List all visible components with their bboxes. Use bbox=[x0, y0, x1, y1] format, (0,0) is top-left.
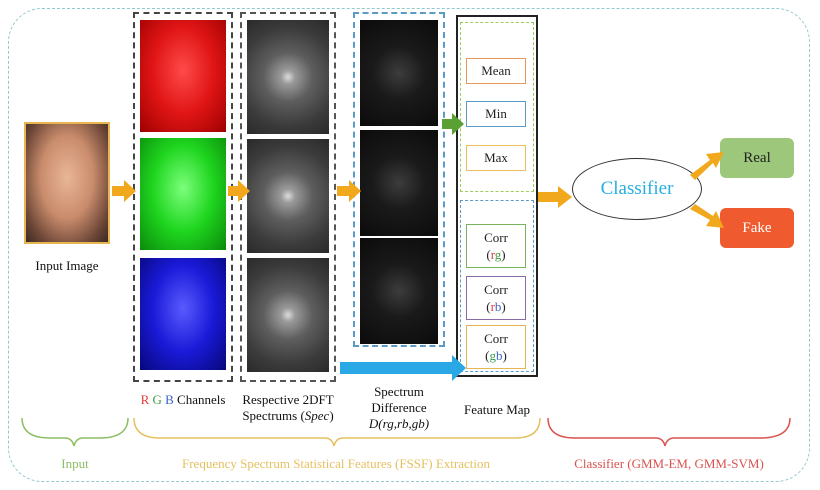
corr-gb-box: Corr (gb) bbox=[466, 325, 526, 369]
input-section-label: Input bbox=[61, 456, 89, 471]
corr-rb-pair: (rb) bbox=[467, 298, 525, 315]
corr-rg-title: Corr bbox=[484, 230, 508, 245]
spectrum-image-b bbox=[247, 258, 329, 372]
min-box: Min bbox=[466, 101, 526, 127]
difference-image-rg bbox=[360, 20, 438, 126]
arrow-difference-to-stats bbox=[442, 113, 464, 135]
corr-rb-b: b bbox=[494, 299, 502, 314]
corr-rb-open: ( bbox=[486, 299, 491, 314]
input-face-image bbox=[24, 122, 110, 244]
rgb-channels-frame bbox=[133, 12, 233, 382]
spec-italic: Spec bbox=[304, 408, 330, 423]
difference-caption-line1: Spectrum bbox=[374, 384, 424, 399]
arrow-classifier-to-real bbox=[690, 152, 724, 180]
diagram-border bbox=[8, 8, 810, 482]
feature-map-caption: Feature Map bbox=[463, 402, 531, 417]
spectrum-difference-frame bbox=[353, 12, 445, 347]
feature-map-corr-group bbox=[460, 200, 534, 372]
corr-rg-b: g bbox=[494, 247, 502, 262]
real-output-box: Real bbox=[720, 138, 794, 178]
feature-map-stats-group bbox=[460, 22, 534, 192]
max-box: Max bbox=[466, 145, 526, 171]
corr-gb-title: Corr bbox=[484, 331, 508, 346]
classifier-section-label: Classifier (GMM-EM, GMM-SVM) bbox=[574, 456, 764, 471]
rgb-channels-caption: R G B Channels bbox=[128, 392, 238, 408]
corr-gb-a: g bbox=[489, 348, 497, 363]
classifier-brace bbox=[547, 417, 791, 447]
input-image-caption: Input Image bbox=[35, 258, 99, 273]
channels-word: Channels bbox=[177, 392, 226, 407]
arrow-rgb-to-spectrum bbox=[228, 180, 250, 202]
arrow-spectrum-to-corr bbox=[340, 355, 466, 381]
difference-caption-line2: Difference bbox=[371, 400, 427, 415]
feature-map-frame bbox=[456, 15, 538, 377]
corr-rg-box: Corr (rg) bbox=[466, 224, 526, 268]
corr-rb-a: r bbox=[490, 299, 495, 314]
difference-caption: Spectrum Difference D(rg,rb,gb) bbox=[346, 384, 452, 432]
b-letter: B bbox=[165, 392, 174, 407]
corr-rb-close: ) bbox=[501, 299, 506, 314]
r-letter: R bbox=[140, 392, 150, 407]
spectrums-caption: Respective 2DFT Spectrums (Spec) bbox=[236, 392, 340, 424]
spectrums-caption-line1: Respective 2DFT bbox=[242, 392, 334, 407]
corr-gb-close: ) bbox=[502, 348, 507, 363]
corr-rg-a: r bbox=[490, 247, 495, 262]
difference-image-rb bbox=[360, 130, 438, 236]
mean-box: Mean bbox=[466, 58, 526, 84]
spectrum-image-r bbox=[247, 20, 329, 134]
spectrums-caption-post: ) bbox=[329, 408, 334, 423]
arrow-input-to-rgb bbox=[112, 180, 136, 202]
arrow-featuremap-to-classifier bbox=[538, 186, 572, 208]
fake-output-box: Fake bbox=[720, 208, 794, 248]
arrow-spectrum-to-difference bbox=[337, 180, 361, 202]
difference-image-gb bbox=[360, 238, 438, 344]
fssf-brace bbox=[133, 417, 541, 447]
red-channel-image bbox=[140, 20, 226, 132]
arrow-classifier-to-fake bbox=[690, 204, 724, 228]
corr-rb-title: Corr bbox=[484, 282, 508, 297]
difference-caption-line3: D(rg,rb,gb) bbox=[368, 416, 430, 431]
blue-channel-image bbox=[140, 258, 226, 370]
green-channel-image bbox=[140, 138, 226, 250]
corr-gb-b: b bbox=[496, 348, 503, 363]
fssf-section-label: Frequency Spectrum Statistical Features … bbox=[182, 456, 490, 471]
spectrums-caption-pre: Spectrums ( bbox=[242, 408, 305, 423]
corr-gb-pair: (gb) bbox=[467, 347, 525, 364]
corr-rg-open: ( bbox=[486, 247, 491, 262]
g-letter: G bbox=[152, 392, 162, 407]
spectrum-image-g bbox=[247, 139, 329, 253]
corr-rb-box: Corr (rb) bbox=[466, 276, 526, 320]
spectrums-caption-line2: Spectrums (Spec) bbox=[236, 408, 340, 424]
corr-rg-close: ) bbox=[501, 247, 506, 262]
corr-rg-pair: (rg) bbox=[467, 246, 525, 263]
corr-gb-open: ( bbox=[485, 348, 490, 363]
classifier-ellipse: Classifier bbox=[572, 158, 702, 220]
input-brace bbox=[21, 417, 129, 447]
